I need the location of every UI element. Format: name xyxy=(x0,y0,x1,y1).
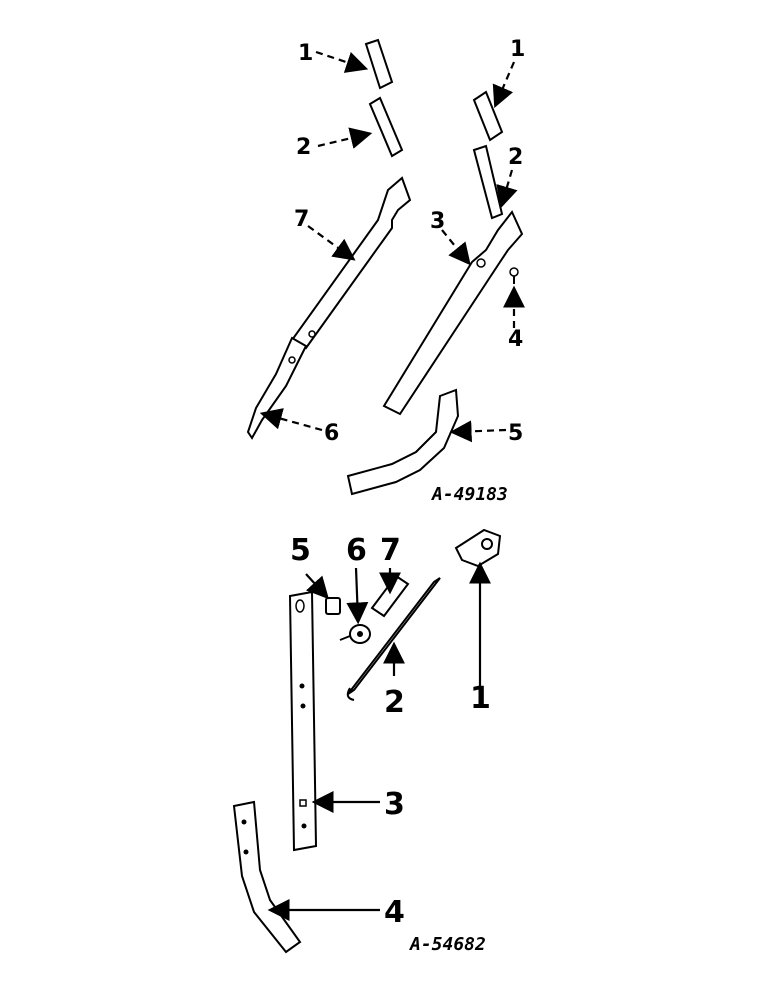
part-right-4-bolt xyxy=(509,267,519,284)
callout-lower-2: 2 xyxy=(384,685,405,720)
part-lower-3-standard xyxy=(288,590,318,852)
upper-figure: 1 2 7 6 1 2 3 4 5 A-49183 xyxy=(246,37,525,505)
part-left-1-plate xyxy=(364,38,394,90)
part-right-2-spring xyxy=(472,144,504,220)
callout-lower-7: 7 xyxy=(380,533,401,568)
callout-right-2: 2 xyxy=(508,145,523,170)
part-lower-1-bracket xyxy=(454,528,502,568)
callout-lower-5: 5 xyxy=(290,533,311,568)
callout-lower-6: 6 xyxy=(346,533,367,568)
part-lower-5-block xyxy=(325,597,341,615)
part-lower-6-nut xyxy=(339,624,371,644)
part-lower-2-rod xyxy=(346,577,441,701)
part-right-1-plate xyxy=(472,90,504,142)
callout-right-4: 4 xyxy=(508,327,523,352)
callout-left-6: 6 xyxy=(324,421,339,446)
callout-left-7: 7 xyxy=(294,207,309,232)
part-lower-4-shank xyxy=(232,800,302,954)
callout-right-1: 1 xyxy=(510,37,525,62)
part-right-3-bar xyxy=(382,210,524,416)
part-left-2-spring xyxy=(368,96,404,158)
callout-lower-1: 1 xyxy=(470,681,491,716)
callout-left-1: 1 xyxy=(298,41,313,66)
callout-right-3: 3 xyxy=(430,209,445,234)
lower-figure: 5 6 7 1 2 3 4 A-54682 xyxy=(232,528,502,955)
callout-lower-4: 4 xyxy=(384,895,405,930)
lower-figure-code: A-54682 xyxy=(409,934,486,955)
part-left-7-arm xyxy=(290,176,412,354)
part-right-5-shovel xyxy=(346,388,460,496)
upper-figure-code: A-49183 xyxy=(431,484,508,505)
callout-right-5: 5 xyxy=(508,421,523,446)
callout-lower-3: 3 xyxy=(384,787,405,822)
callout-left-2: 2 xyxy=(296,135,311,160)
